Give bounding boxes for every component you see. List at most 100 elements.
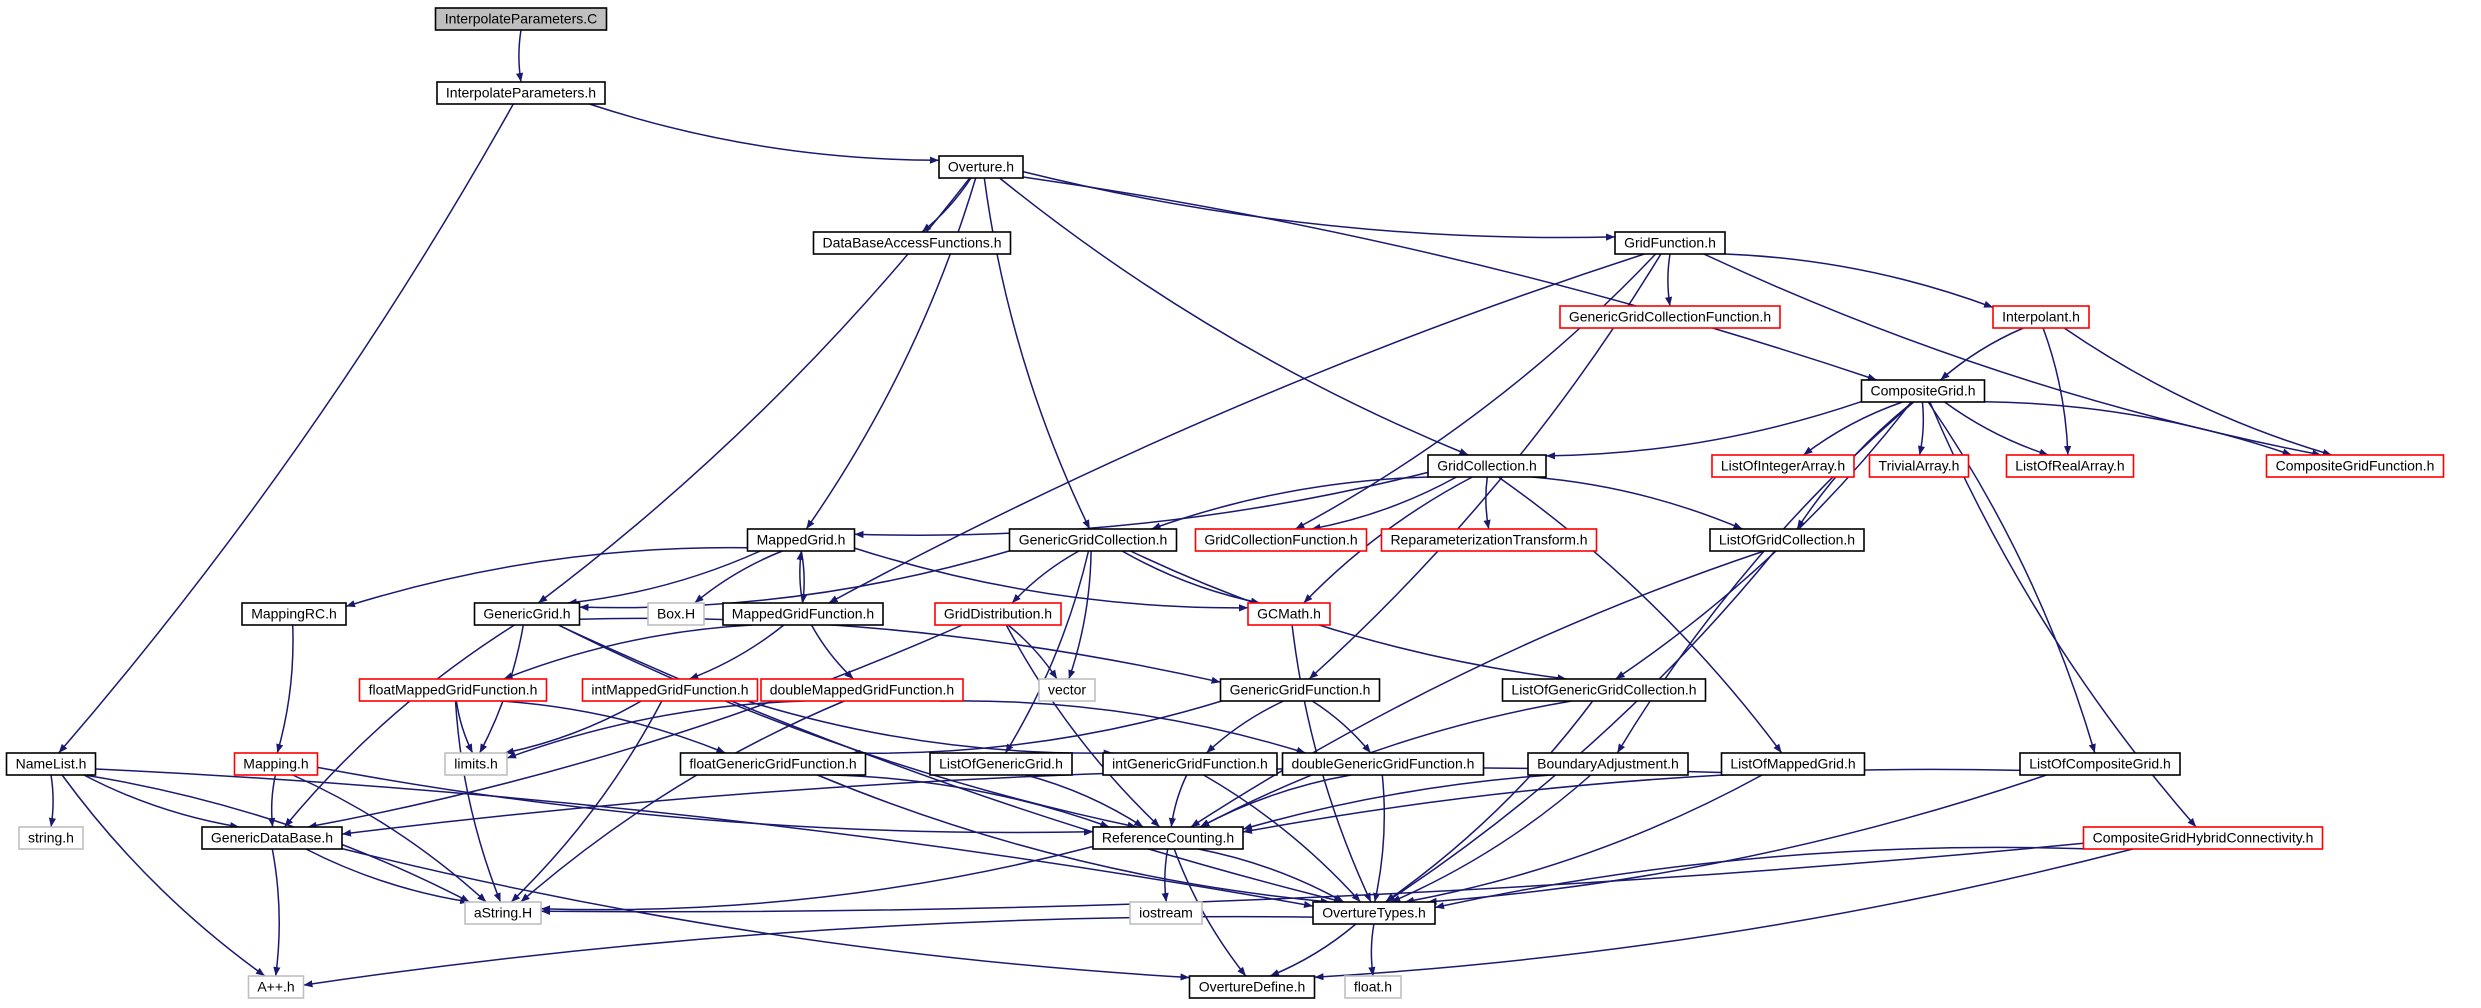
node-label: doubleMappedGridFunction.h bbox=[770, 682, 954, 698]
graph-node-ListOfGridCollection_h[interactable]: ListOfGridCollection.h bbox=[1709, 528, 1865, 552]
graph-node-Overture_h[interactable]: Overture.h bbox=[938, 155, 1024, 179]
dependency-edge-GenericGridFunction_h-to-doubleGenericGridFunction_h bbox=[1311, 700, 1372, 754]
node-label: iostream bbox=[1139, 905, 1193, 921]
node-label: InterpolateParameters.C bbox=[445, 11, 598, 27]
graph-node-GenericGrid_h[interactable]: GenericGrid.h bbox=[473, 602, 581, 626]
node-box bbox=[241, 602, 347, 626]
dependency-edge-Overture_h-to-CompositeGrid_h bbox=[1022, 176, 1877, 381]
node-box bbox=[679, 752, 867, 776]
graph-node-ListOfRealArray_h[interactable]: ListOfRealArray.h bbox=[2005, 454, 2135, 478]
graph-node-ReferenceCounting_h[interactable]: ReferenceCounting.h bbox=[1092, 826, 1244, 850]
graph-node-CompositeGrid_h[interactable]: CompositeGrid.h bbox=[1860, 379, 1986, 403]
graph-node-Interpolant_h[interactable]: Interpolant.h bbox=[1992, 305, 2090, 329]
node-label: Box.H bbox=[657, 606, 695, 622]
node-box bbox=[2019, 752, 2181, 776]
dependency-edge-GridCollection_h-to-ListOfMappedGrid_h bbox=[1497, 476, 1783, 754]
node-label: Overture.h bbox=[948, 159, 1014, 175]
graph-node-GenericDataBase_h[interactable]: GenericDataBase.h bbox=[201, 826, 343, 850]
node-box bbox=[1194, 528, 1368, 552]
node-box bbox=[201, 826, 343, 850]
graph-node-GenericGridCollection_h[interactable]: GenericGridCollection.h bbox=[1008, 528, 1178, 552]
graph-node-ListOfGenericGrid_h[interactable]: ListOfGenericGrid.h bbox=[929, 752, 1073, 776]
graph-node-doubleGenericGridFunction_h[interactable]: doubleGenericGridFunction.h bbox=[1281, 752, 1485, 776]
graph-node-vector: vector bbox=[1038, 678, 1096, 702]
node-box bbox=[746, 528, 856, 552]
graph-node-Mapping_h[interactable]: Mapping.h bbox=[233, 752, 319, 776]
graph-node-InterpolateParameters_h[interactable]: InterpolateParameters.h bbox=[436, 81, 606, 105]
dependency-edge-GenericGridCollection_h-to-GenericGrid_h bbox=[579, 550, 1010, 611]
node-box bbox=[1380, 528, 1598, 552]
graph-node-CompositeGridFunction_h[interactable]: CompositeGridFunction.h bbox=[2265, 454, 2445, 478]
dependency-edge-ListOfGenericGrid_h-to-ReferenceCounting_h bbox=[1025, 774, 1144, 828]
node-box bbox=[434, 7, 608, 31]
graph-node-NameList_h[interactable]: NameList.h bbox=[5, 752, 97, 776]
graph-node-GridFunction_h[interactable]: GridFunction.h bbox=[1614, 231, 1726, 255]
dependency-edge-MappedGridFunction_h-to-MappedGrid_h bbox=[796, 550, 804, 604]
node-box bbox=[1102, 752, 1278, 776]
graph-node-MappedGridFunction_h[interactable]: MappedGridFunction.h bbox=[722, 602, 884, 626]
dependency-edge-MappedGridFunction_h-to-doubleMappedGridFunction_h bbox=[810, 624, 855, 680]
graph-node-GridCollectionFunction_h[interactable]: GridCollectionFunction.h bbox=[1194, 528, 1368, 552]
node-box bbox=[934, 602, 1062, 626]
graph-node-floatMappedGridFunction_h[interactable]: floatMappedGridFunction.h bbox=[358, 678, 548, 702]
graph-node-CompositeGridHybridConnectivity_h[interactable]: CompositeGridHybridConnectivity.h bbox=[2082, 826, 2324, 850]
graph-node-TrivialArray_h[interactable]: TrivialArray.h bbox=[1868, 454, 1970, 478]
dependency-edge-intMappedGridFunction_h-to-aString_H bbox=[510, 700, 663, 903]
node-label: GridCollectionFunction.h bbox=[1204, 532, 1357, 548]
dependency-edge-GenericGridCollection_h-to-GCMath_h bbox=[1121, 550, 1261, 605]
dependency-edge-MappedGrid_h-to-GenericGrid_h bbox=[567, 550, 761, 606]
dependency-edge-GenericGridCollection_h-to-ListOfGenericGridCollection_h bbox=[1130, 550, 1567, 682]
dependency-edge-MappedGrid_h-to-MappingRC_h bbox=[345, 546, 748, 608]
graph-node-intGenericGridFunction_h[interactable]: intGenericGridFunction.h bbox=[1102, 752, 1278, 776]
dependency-edge-floatGenericGridFunction_h-to-OvertureTypes_h bbox=[817, 774, 1330, 905]
node-box bbox=[647, 602, 705, 626]
dependency-edge-doubleMappedGridFunction_h-to-limits_h bbox=[506, 700, 805, 759]
graph-node-ListOfMappedGrid_h[interactable]: ListOfMappedGrid.h bbox=[1720, 752, 1866, 776]
node-label: OvertureDefine.h bbox=[1199, 979, 1306, 995]
graph-node-GCMath_h[interactable]: GCMath.h bbox=[1247, 602, 1331, 626]
dependency-edge-MappedGridFunction_h-to-floatMappedGridFunction_h bbox=[503, 624, 753, 680]
dependency-edge-intGenericGridFunction_h-to-ReferenceCounting_h bbox=[1168, 774, 1188, 828]
graph-node-MappedGrid_h[interactable]: MappedGrid.h bbox=[746, 528, 856, 552]
node-label: ListOfGenericGrid.h bbox=[939, 756, 1063, 772]
graph-node-GenericGridCollectionFunction_h[interactable]: GenericGridCollectionFunction.h bbox=[1559, 305, 1781, 329]
node-label: GenericGridCollection.h bbox=[1019, 532, 1168, 548]
dependency-edge-Overture_h-to-GridFunction_h bbox=[1022, 170, 1616, 241]
dependency-edge-Overture_h-to-GridCollection_h bbox=[999, 177, 1469, 456]
graph-node-floatGenericGridFunction_h[interactable]: floatGenericGridFunction.h bbox=[679, 752, 867, 776]
graph-node-GridDistribution_h[interactable]: GridDistribution.h bbox=[934, 602, 1062, 626]
graph-node-ListOfCompositeGrid_h[interactable]: ListOfCompositeGrid.h bbox=[2019, 752, 2181, 776]
graph-node-OvertureTypes_h[interactable]: OvertureTypes.h bbox=[1312, 901, 1436, 925]
graph-node-OvertureDefine_h[interactable]: OvertureDefine.h bbox=[1188, 975, 1316, 999]
node-box bbox=[760, 678, 964, 702]
graph-node-intMappedGridFunction_h[interactable]: intMappedGridFunction.h bbox=[581, 678, 759, 702]
dependency-edge-OvertureTypes_h-to-float_h bbox=[1368, 923, 1376, 977]
graph-node-ReparameterizationTransform_h[interactable]: ReparameterizationTransform.h bbox=[1380, 528, 1598, 552]
graph-node-InterpolateParameters_C[interactable]: InterpolateParameters.C bbox=[434, 7, 608, 31]
graph-node-GridCollection_h[interactable]: GridCollection.h bbox=[1427, 454, 1547, 478]
dependency-edge-ListOfCompositeGrid_h-to-ReferenceCounting_h bbox=[1242, 768, 2021, 834]
node-box bbox=[464, 901, 542, 925]
node-box bbox=[1868, 454, 1970, 478]
graph-node-ListOfGenericGridCollection_h[interactable]: ListOfGenericGridCollection.h bbox=[1501, 678, 1707, 702]
node-box bbox=[1129, 901, 1203, 925]
graph-node-limits_h: limits.h bbox=[444, 752, 508, 776]
dependency-edge-GridCollection_h-to-ListOfGridCollection_h bbox=[1531, 476, 1743, 530]
graph-node-BoundaryAdjustment_h[interactable]: BoundaryAdjustment.h bbox=[1527, 752, 1689, 776]
graph-node-GenericGridFunction_h[interactable]: GenericGridFunction.h bbox=[1219, 678, 1381, 702]
dependency-edge-GridCollection_h-to-MappedGrid_h bbox=[854, 471, 1429, 539]
graph-node-doubleMappedGridFunction_h[interactable]: doubleMappedGridFunction.h bbox=[760, 678, 964, 702]
graph-node-MappingRC_h[interactable]: MappingRC.h bbox=[241, 602, 347, 626]
dependency-edge-Interpolant_h-to-ListOfRealArray_h bbox=[2042, 327, 2072, 456]
dependency-edge-InterpolateParameters_h-to-Overture_h bbox=[589, 103, 940, 164]
dependency-edge-CompositeGrid_h-to-ListOfRealArray_h bbox=[1944, 401, 2049, 456]
dependency-edge-MappedGridFunction_h-to-intMappedGridFunction_h bbox=[689, 624, 785, 680]
graph-node-ListOfIntegerArray_h[interactable]: ListOfIntegerArray.h bbox=[1711, 454, 1855, 478]
dependency-edge-Mapping_h-to-ReferenceCounting_h bbox=[317, 766, 1094, 836]
node-box bbox=[2082, 826, 2324, 850]
dependency-edge-GenericDataBase_h-to-aString_H bbox=[305, 848, 470, 905]
dependency-edge-CompositeGrid_h-to-ListOfIntegerArray_h bbox=[1803, 401, 1903, 456]
node-label: NameList.h bbox=[16, 756, 87, 772]
dependency-edge-floatGenericGridFunction_h-to-ReferenceCounting_h bbox=[831, 774, 1110, 828]
graph-node-DataBaseAccessFunctions_h[interactable]: DataBaseAccessFunctions.h bbox=[812, 231, 1012, 255]
